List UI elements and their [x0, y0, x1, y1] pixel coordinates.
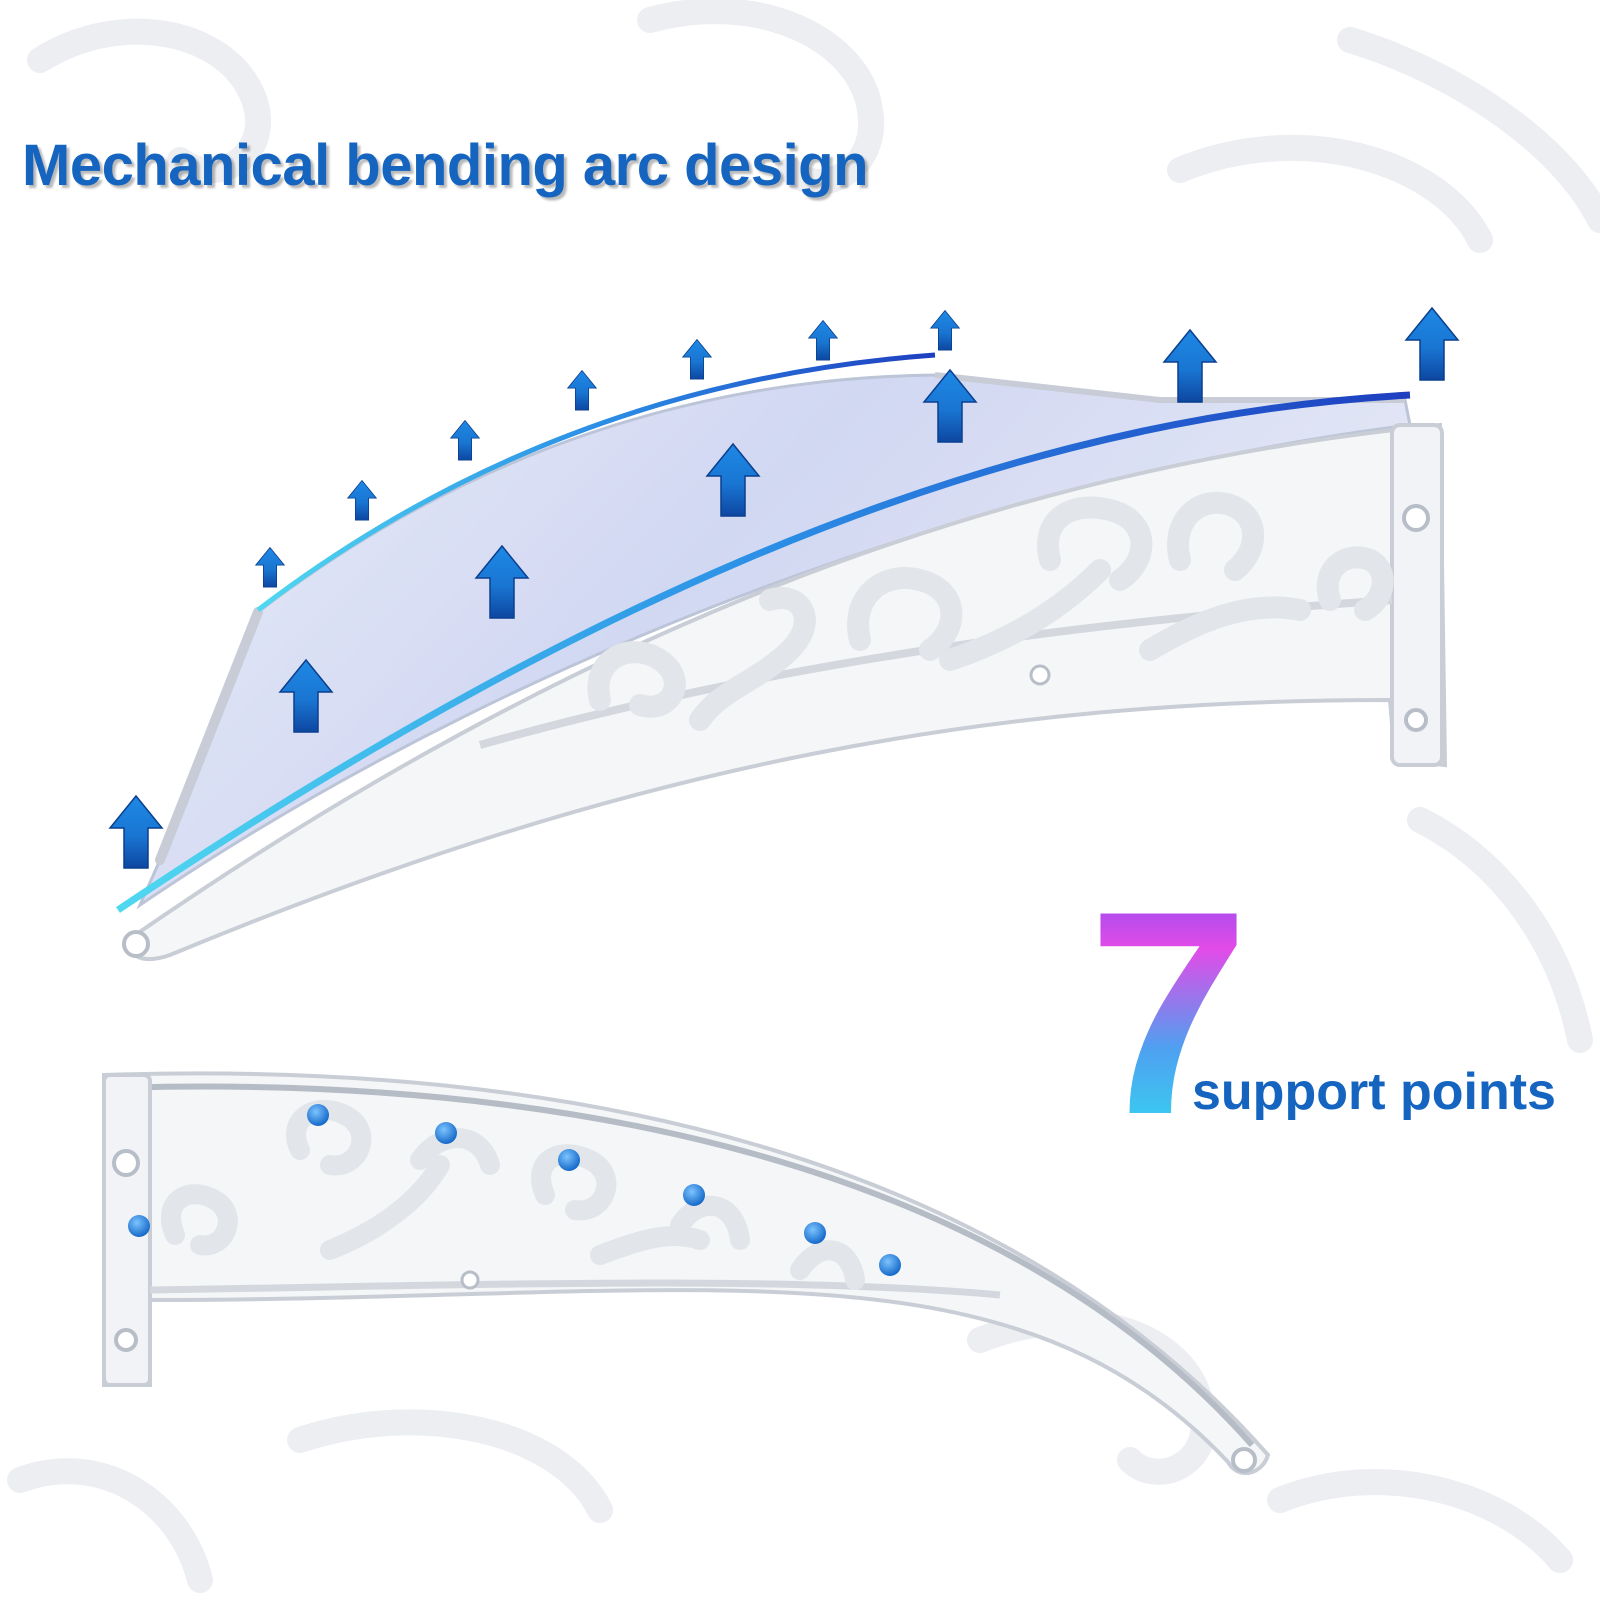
- up-arrow-icon: [567, 370, 597, 411]
- up-arrow-icon: [1163, 329, 1217, 403]
- up-arrow-icon: [255, 547, 285, 588]
- bracket-scrollwork: [587, 491, 1394, 731]
- up-arrow-icon: [450, 420, 480, 461]
- bracket-scrollwork: [161, 1100, 865, 1290]
- support-point-dot: [128, 1215, 150, 1237]
- up-arrow-icon: [347, 480, 377, 521]
- up-arrow-icon: [682, 339, 712, 380]
- screw-hole: [114, 1328, 138, 1352]
- up-arrow-icon: [1405, 307, 1459, 381]
- support-point-dot: [879, 1254, 901, 1276]
- up-arrow-icon: [109, 795, 163, 869]
- support-count-number: 7: [1088, 851, 1250, 1175]
- bracket-assembly: [102, 1071, 1271, 1476]
- support-point-dot: [558, 1149, 580, 1171]
- support-points: [128, 1104, 901, 1276]
- screw-hole: [1402, 504, 1430, 532]
- wall-plate: [102, 1073, 152, 1387]
- canopy-front-edge: [116, 391, 1411, 913]
- up-arrow-icon: [930, 310, 960, 351]
- wall-plate: [1390, 423, 1444, 767]
- arm-tip-hole: [1231, 1447, 1257, 1473]
- headline: Mechanical bending arc design: [22, 133, 869, 198]
- support-point-dot: [307, 1104, 329, 1126]
- screw-hole: [112, 1149, 140, 1177]
- screw-hole: [1404, 708, 1428, 732]
- canopy-back-edge: [256, 352, 936, 612]
- support-point-dot: [683, 1184, 705, 1206]
- support-point-dot: [804, 1222, 826, 1244]
- up-arrow-icon: [808, 320, 838, 361]
- support-count-caption: support points: [1192, 1063, 1556, 1121]
- support-point-dot: [435, 1122, 457, 1144]
- arm-tip-hole: [122, 930, 150, 958]
- canopy-assembly: [109, 307, 1459, 962]
- bracket-arm: [102, 1071, 1271, 1476]
